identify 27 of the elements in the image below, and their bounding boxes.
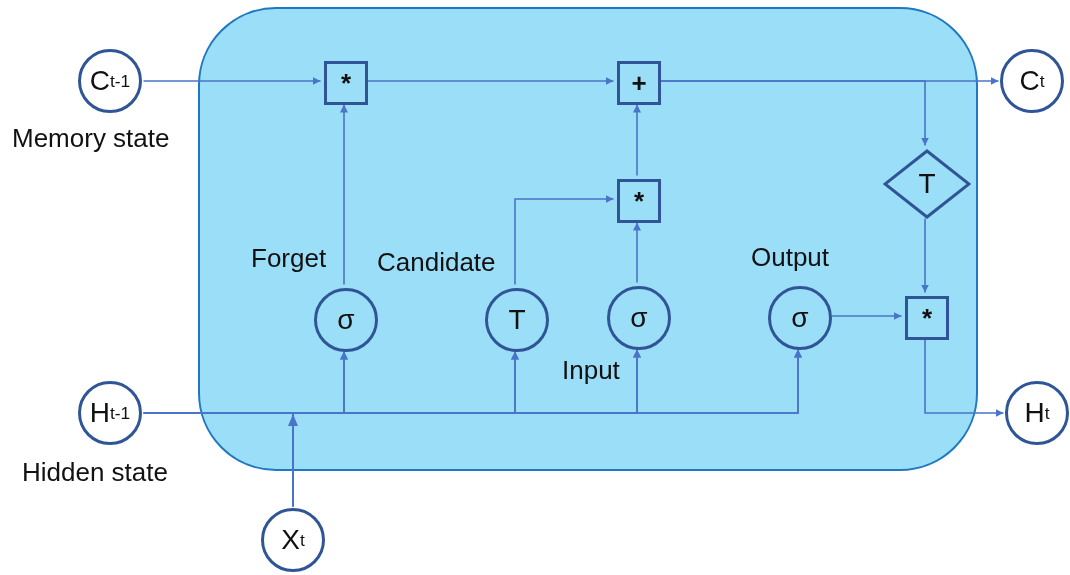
node-caption: Candidate [377, 248, 496, 277]
tanh-diamond: T [883, 149, 971, 219]
arrow [633, 103, 641, 177]
arrow [292, 348, 802, 508]
arrow [830, 312, 903, 320]
operation-square: * [905, 296, 949, 340]
arrow [514, 195, 615, 286]
cell-panel [198, 7, 978, 471]
node-caption: Memory state [12, 124, 170, 153]
operation-square: * [324, 61, 368, 105]
state-circle: σ [607, 286, 671, 350]
arrow [659, 80, 929, 147]
state-circle: σ [768, 286, 832, 350]
node-caption: Forget [251, 244, 327, 273]
state-circle: σ [314, 288, 378, 352]
operation-square: + [617, 61, 661, 105]
node-caption: Output [751, 243, 830, 272]
operation-square: * [617, 179, 661, 223]
node-caption: Hidden state [22, 458, 168, 487]
arrow [921, 217, 929, 294]
arrow [340, 103, 348, 286]
state-circle: T [485, 288, 549, 352]
node-caption: Input [562, 356, 620, 385]
arrow [924, 338, 1005, 417]
arrow [633, 221, 641, 284]
arrow [366, 77, 615, 85]
arrow [142, 77, 322, 85]
